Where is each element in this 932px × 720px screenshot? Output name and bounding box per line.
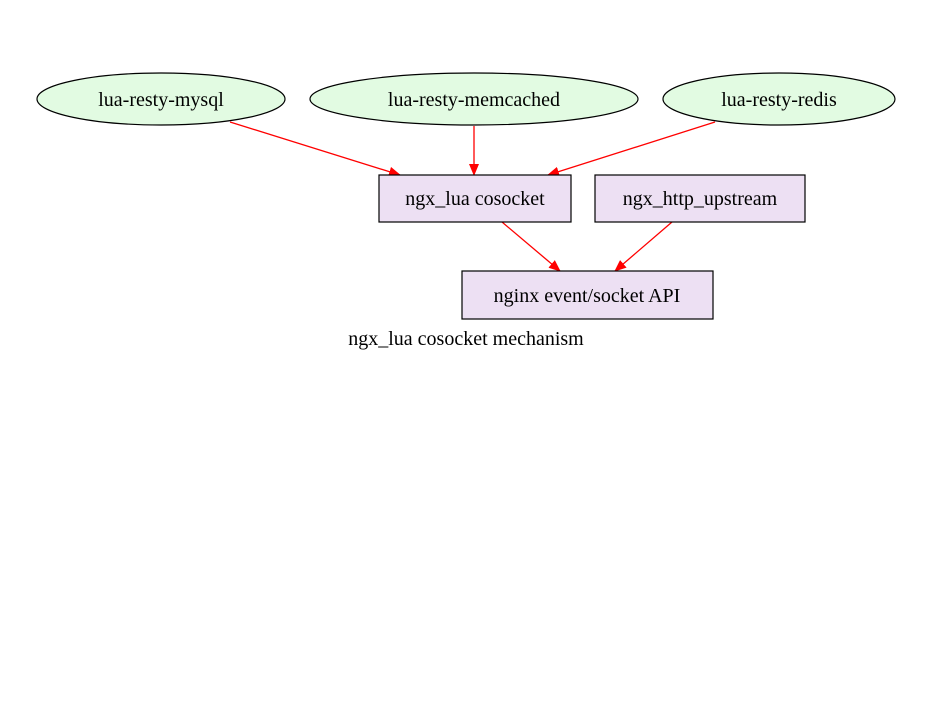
node-label: nginx event/socket API (494, 285, 681, 307)
edge-cosocket-nginx (501, 221, 561, 272)
node-mysql: lua-resty-mysql (36, 72, 286, 126)
diagram-caption: ngx_lua cosocket mechanism (348, 328, 584, 350)
edge-redis-cosocket (547, 121, 716, 177)
node-nginx: nginx event/socket API (461, 270, 714, 320)
node-label: lua-resty-redis (721, 89, 837, 111)
node-memcached: lua-resty-memcached (309, 72, 639, 126)
node-cosocket: ngx_lua cosocket (378, 174, 572, 223)
node-label: ngx_lua cosocket (405, 188, 545, 210)
node-redis: lua-resty-redis (662, 72, 896, 126)
node-label: ngx_http_upstream (623, 188, 778, 210)
edge-upstream-nginx (614, 221, 673, 272)
edge-mysql-cosocket (229, 121, 401, 177)
node-label: lua-resty-memcached (388, 89, 560, 111)
node-upstream: ngx_http_upstream (594, 174, 806, 223)
node-label: lua-resty-mysql (98, 89, 224, 111)
